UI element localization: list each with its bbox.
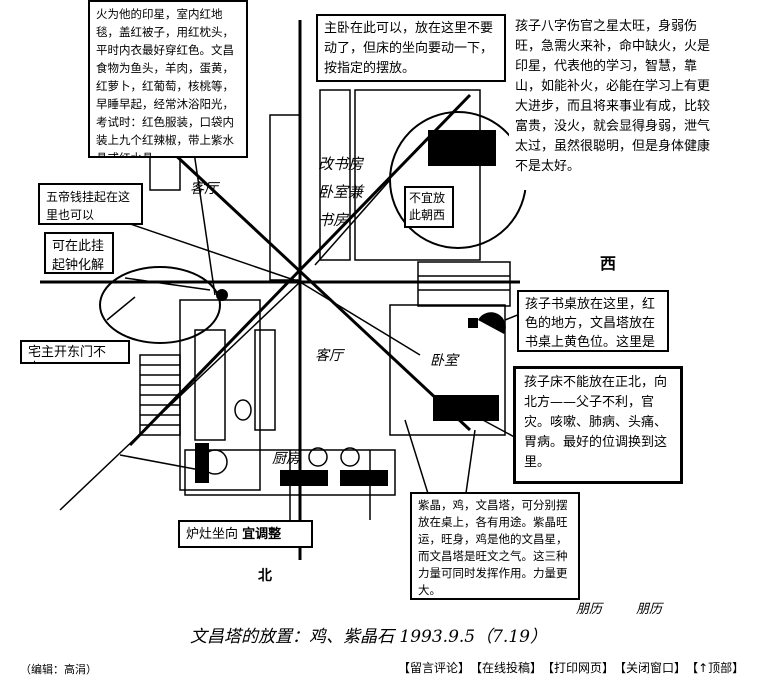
stove-1 xyxy=(280,470,328,486)
footer-links: 【留言评论】【在线投稿】【打印网页】【关闭窗口】【↑顶部】 xyxy=(398,659,750,676)
note-stove: 炉灶坐向 宜调整 xyxy=(178,520,313,548)
note-not-west: 不宜放此朝西 xyxy=(404,186,454,228)
tower-mark xyxy=(478,312,506,334)
note-desk: 孩子书桌放在这里，红色的地方，文昌塔放在书桌上黄色位。这里是 xyxy=(517,290,669,352)
note-master-bedroom: 主卧在此可以，放在这里不要动了，但床的坐向要动一下，按指定的摆放。 xyxy=(316,14,506,82)
note-child-bed: 孩子床不能放在正北，向北方——父子不利，官灾。咳嗽、肺病、头痛、胃病。最好的位调… xyxy=(513,366,683,484)
footer-link-comment[interactable]: 【留言评论】 xyxy=(398,661,471,675)
coin-mark xyxy=(216,289,228,301)
north-label: 北 xyxy=(258,568,272,584)
stove-prefix: 炉灶坐向 xyxy=(186,527,239,542)
stove-bold: 宜调整 xyxy=(242,527,282,542)
footer-link-submit[interactable]: 【在线投稿】 xyxy=(476,661,543,675)
stove-3 xyxy=(195,443,209,483)
handwriting-living-upper: 客厅 xyxy=(190,181,218,197)
handwriting-sig2: 朋历 xyxy=(636,602,663,617)
note-child-bazi: 孩子八字伤官之星太旺，身弱伤旺，急需火来补，命中缺火，火是印星，代表他的学习，智… xyxy=(509,14,718,190)
child-bed xyxy=(433,395,499,421)
handwriting-sig1: 朋历 xyxy=(576,602,603,617)
note-bell: 可在此挂起钟化解 xyxy=(44,232,114,274)
handwriting-hall: 客厅 xyxy=(315,348,343,364)
handwriting-bedroom-study: 改书房卧室兼书房 xyxy=(318,155,364,229)
stove-2 xyxy=(340,470,388,486)
diagonal-a xyxy=(168,148,472,432)
note-coins: 五帝钱挂起在这里也可以 xyxy=(38,183,143,225)
editor-label: （编辑：高涓） xyxy=(20,663,97,676)
note-top-left: 火为他的印星，室内红地毯，盖红被子，用红枕头，平时内衣最好穿红色。文昌食物为鱼头… xyxy=(88,0,248,158)
note-amethyst: 紫晶，鸡，文昌塔，可分别摆放在桌上，各有用途。紫晶旺运，旺身，鸡是他的文昌星，而… xyxy=(410,492,580,600)
footer-link-close[interactable]: 【关闭窗口】 xyxy=(620,661,687,675)
handwriting-kitchen: 厨房 xyxy=(272,451,300,467)
handwriting-bottom-line: 文昌塔的放置：鸡、紫晶石 1993.9.5（7.19） xyxy=(190,627,547,647)
handwriting-bedroom: 卧室 xyxy=(430,353,458,369)
footer-link-top[interactable]: 【↑顶部】 xyxy=(692,661,745,675)
master-bed xyxy=(428,130,496,166)
note-east-door: 宅主开东门不吉。 xyxy=(20,340,130,364)
west-label: 西 xyxy=(600,254,617,273)
footer-link-print[interactable]: 【打印网页】 xyxy=(548,661,615,675)
